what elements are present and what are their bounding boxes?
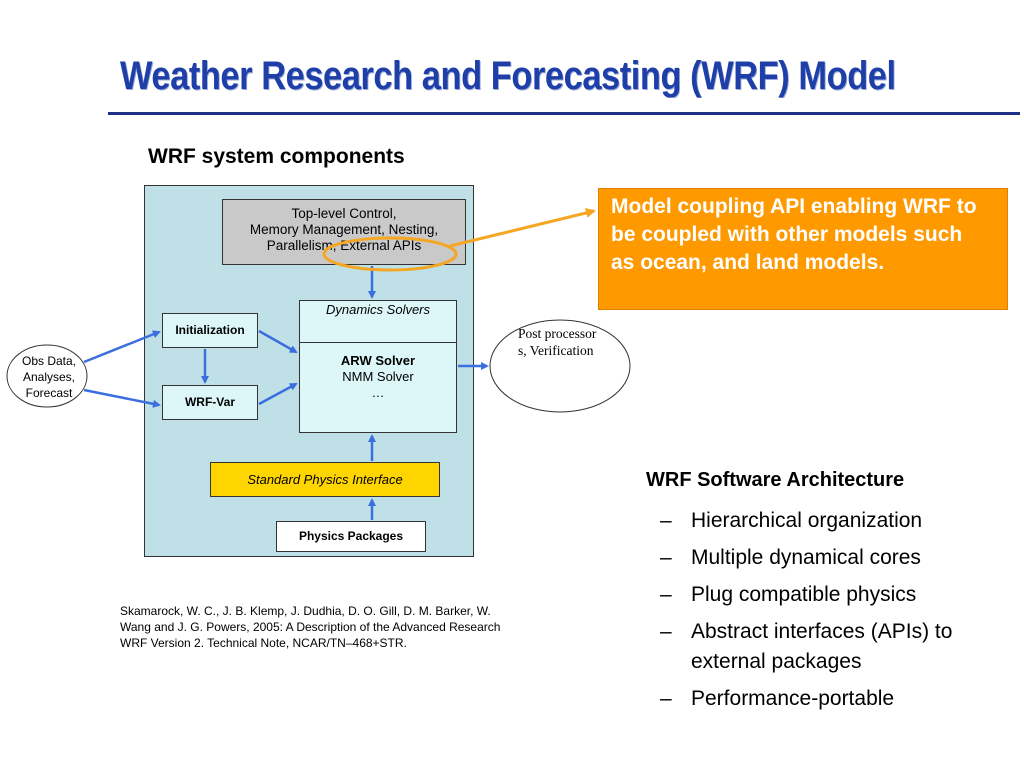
arw-solver-label: ARW Solver (340, 353, 416, 368)
obs-data-line-2: Analyses, (22, 370, 76, 384)
obs-data-line-1: Obs Data, (21, 354, 77, 368)
coupling-api-callout: Model coupling API enabling WRF to be co… (598, 188, 1008, 310)
callout-pointer-arrow (449, 208, 596, 248)
list-item: Abstract interfaces (APIs) to external p… (660, 617, 1020, 677)
post-processors-ellipse (489, 319, 631, 413)
arrow-obs-to-initialization (83, 330, 161, 364)
top-level-line-3: Parallelism, External APIs (266, 238, 422, 253)
top-level-control-box: Top-level Control, Memory Management, Ne… (222, 199, 466, 265)
list-item: Hierarchical organization (660, 506, 1020, 536)
list-item: Plug compatible physics (660, 580, 1020, 610)
highlight-ring (322, 236, 458, 272)
physics-packages-box: Physics Packages (276, 521, 426, 552)
arrow-initialization-to-dynamics (258, 329, 298, 354)
list-item: Performance-portable (660, 684, 1020, 714)
dynamics-solvers-header: Dynamics Solvers (300, 301, 456, 343)
arrow-obs-to-wrf-var (83, 388, 161, 408)
obs-data-label: Obs Data, Analyses, Forecast (8, 353, 90, 401)
initialization-box: Initialization (162, 313, 258, 348)
architecture-list: Hierarchical organization Multiple dynam… (660, 506, 1020, 721)
dynamics-solvers-box: Dynamics Solvers ARW Solver NMM Solver … (299, 300, 457, 433)
obs-data-line-3: Forecast (25, 386, 73, 400)
standard-physics-interface-box: Standard Physics Interface (210, 462, 440, 497)
nmm-solver-label: NMM Solver (342, 369, 414, 384)
arrow-wrf-var-to-dynamics (258, 382, 298, 406)
list-item: Multiple dynamical cores (660, 543, 1020, 573)
dynamics-solvers-list: ARW Solver NMM Solver … (300, 353, 456, 401)
post-processors-label: Post processors, Verification (518, 326, 597, 358)
title-underline (108, 112, 1020, 115)
top-level-line-1: Top-level Control, (291, 206, 397, 221)
more-solvers-label: … (371, 385, 385, 400)
section-heading: WRF system components (148, 145, 405, 168)
top-level-line-2: Memory Management, Nesting, (249, 222, 439, 237)
obs-data-ellipse (6, 344, 88, 408)
architecture-heading: WRF Software Architecture (646, 469, 905, 491)
citation: Skamarock, W. C., J. B. Klemp, J. Dudhia… (120, 604, 501, 650)
wrf-var-box: WRF-Var (162, 385, 258, 420)
